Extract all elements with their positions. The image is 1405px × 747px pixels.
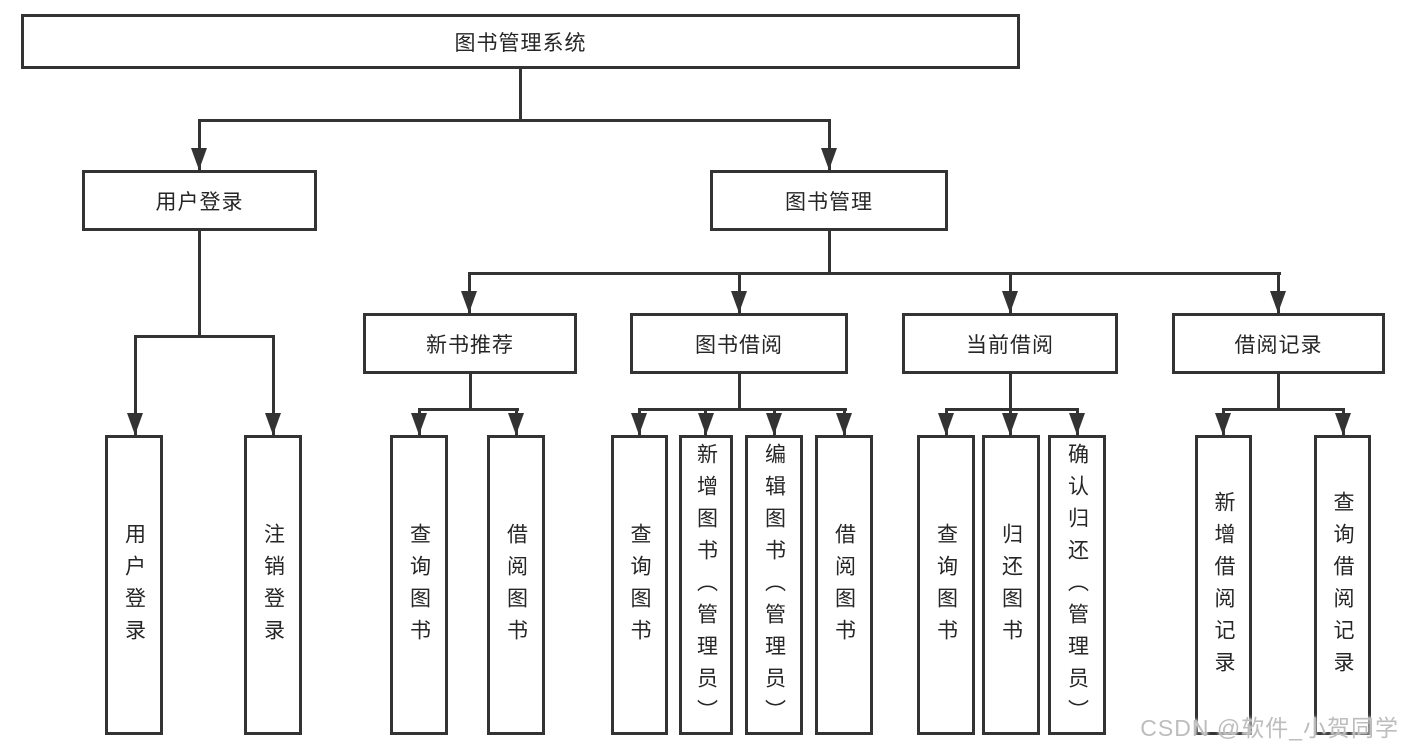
arrow-down-icon (1215, 413, 1231, 435)
arrow-down-icon (1335, 413, 1351, 435)
arrow-down-icon (698, 413, 714, 435)
arrow-down-icon (836, 413, 852, 435)
connector-line (1222, 408, 1345, 411)
connector-line (828, 119, 831, 170)
arrow-down-icon (461, 291, 477, 313)
arrow-down-icon (411, 413, 427, 435)
connector-line (469, 374, 472, 411)
leaf-confirm-return-admin: 确认归还（管理员） (1048, 435, 1106, 735)
node-user-login: 用户登录 (82, 170, 317, 231)
leaf-user-login: 用户登录 (105, 435, 163, 735)
leaf-logout: 注销登录 (244, 435, 302, 735)
arrow-down-icon (191, 148, 207, 170)
connector-line (519, 69, 522, 121)
arrow-down-icon (508, 413, 524, 435)
arrow-down-icon (127, 413, 143, 435)
arrow-down-icon (631, 413, 647, 435)
arrow-down-icon (766, 413, 782, 435)
connector-line (638, 408, 847, 411)
node-current-borrow: 当前借阅 (902, 313, 1118, 374)
leaf-add-borrow-record: 新增借阅记录 (1195, 435, 1252, 735)
arrow-down-icon (1002, 413, 1018, 435)
connector-line (738, 374, 741, 411)
connector-line (198, 231, 201, 337)
connector-line (1009, 374, 1012, 411)
connector-line (272, 335, 275, 435)
connector-line (134, 335, 275, 338)
arrow-down-icon (1270, 291, 1286, 313)
node-borrow-records: 借阅记录 (1172, 313, 1385, 374)
node-library-management-system: 图书管理系统 (21, 14, 1020, 69)
arrow-down-icon (265, 413, 281, 435)
connector-line (468, 272, 1281, 275)
node-new-book-recommend: 新书推荐 (363, 313, 577, 374)
connector-line (134, 335, 137, 435)
connector-line (1277, 374, 1280, 411)
connector-line (828, 231, 831, 275)
watermark: CSDN @软件_小贺同学 (1140, 715, 1399, 741)
connector-line (418, 408, 519, 411)
leaf-query-books-recommend: 查询图书 (390, 435, 448, 735)
node-book-management: 图书管理 (710, 170, 948, 231)
leaf-borrow-books-recommend: 借阅图书 (487, 435, 545, 735)
connector-line (945, 408, 1079, 411)
arrow-down-icon (1002, 291, 1018, 313)
leaf-return-books: 归还图书 (982, 435, 1040, 735)
leaf-query-books-current: 查询图书 (917, 435, 975, 735)
leaf-borrow-books: 借阅图书 (815, 435, 873, 735)
node-book-borrow: 图书借阅 (630, 313, 848, 374)
arrow-down-icon (1069, 413, 1085, 435)
arrow-down-icon (731, 291, 747, 313)
leaf-edit-books-admin: 编辑图书（管理员） (745, 435, 803, 735)
arrow-down-icon (938, 413, 954, 435)
leaf-add-books-admin: 新增图书（管理员） (679, 435, 733, 735)
leaf-query-borrow-record: 查询借阅记录 (1314, 435, 1371, 735)
connector-line (198, 119, 201, 170)
connector-line (198, 119, 831, 122)
leaf-query-books-borrow: 查询图书 (611, 435, 668, 735)
arrow-down-icon (821, 148, 837, 170)
